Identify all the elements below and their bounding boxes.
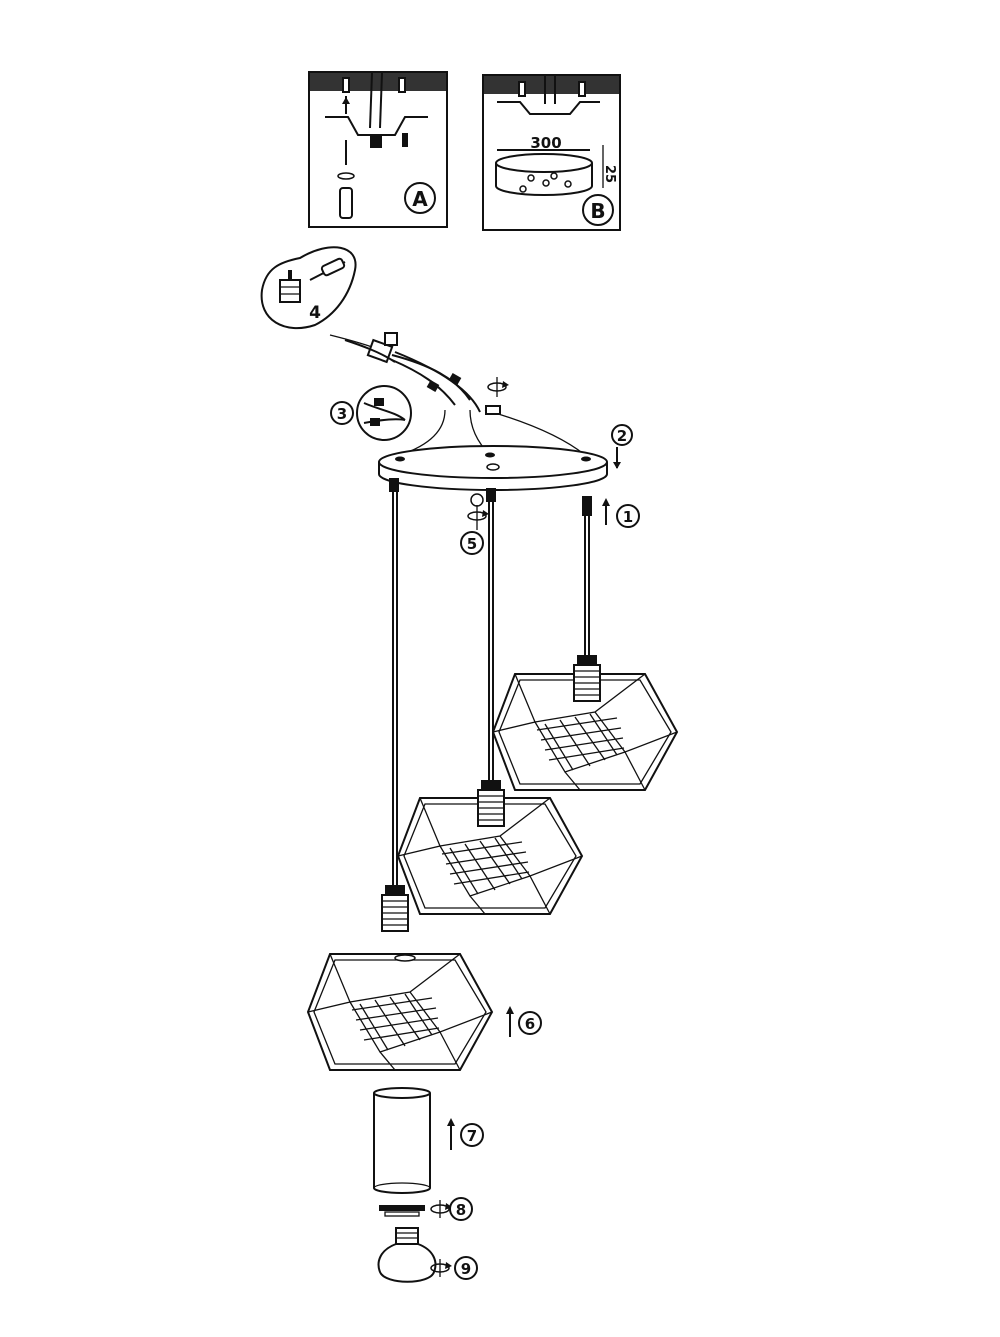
lamp-shade-middle xyxy=(397,779,583,915)
retaining-ring: 8 xyxy=(379,1197,473,1221)
step-5-label: 5 xyxy=(467,535,477,553)
inset-b-label: B xyxy=(590,199,605,223)
supply-wires xyxy=(344,332,510,413)
suspension-cables: 1 xyxy=(389,478,640,885)
step-5: 5 xyxy=(460,493,490,555)
step-6: 6 xyxy=(506,1006,542,1037)
light-bulb: 9 xyxy=(377,1227,478,1283)
inset-b: 300 25 B xyxy=(482,74,621,231)
step-7-label: 7 xyxy=(467,1127,477,1145)
step-9-label: 9 xyxy=(461,1260,471,1278)
inset-a: A xyxy=(308,71,448,228)
lamp-shade-left xyxy=(307,884,493,1071)
step-8-label: 8 xyxy=(456,1201,466,1219)
inset-a-label: A xyxy=(412,187,428,211)
dimension-width: 300 xyxy=(530,134,561,152)
dimension-height: 25 xyxy=(602,165,617,183)
step-6-label: 6 xyxy=(525,1015,535,1033)
step-4-label: 4 xyxy=(309,303,321,323)
glass-cylinder: 7 xyxy=(373,1087,484,1194)
lamp-shade-right xyxy=(492,654,678,791)
terminal-block-detail: 4 xyxy=(260,246,381,351)
step-1-label: 1 xyxy=(623,508,633,526)
canopy: 2 xyxy=(378,405,633,491)
wire-detail: 3 xyxy=(330,385,412,441)
step-2-label: 2 xyxy=(617,427,627,445)
step-3-label: 3 xyxy=(337,405,347,423)
